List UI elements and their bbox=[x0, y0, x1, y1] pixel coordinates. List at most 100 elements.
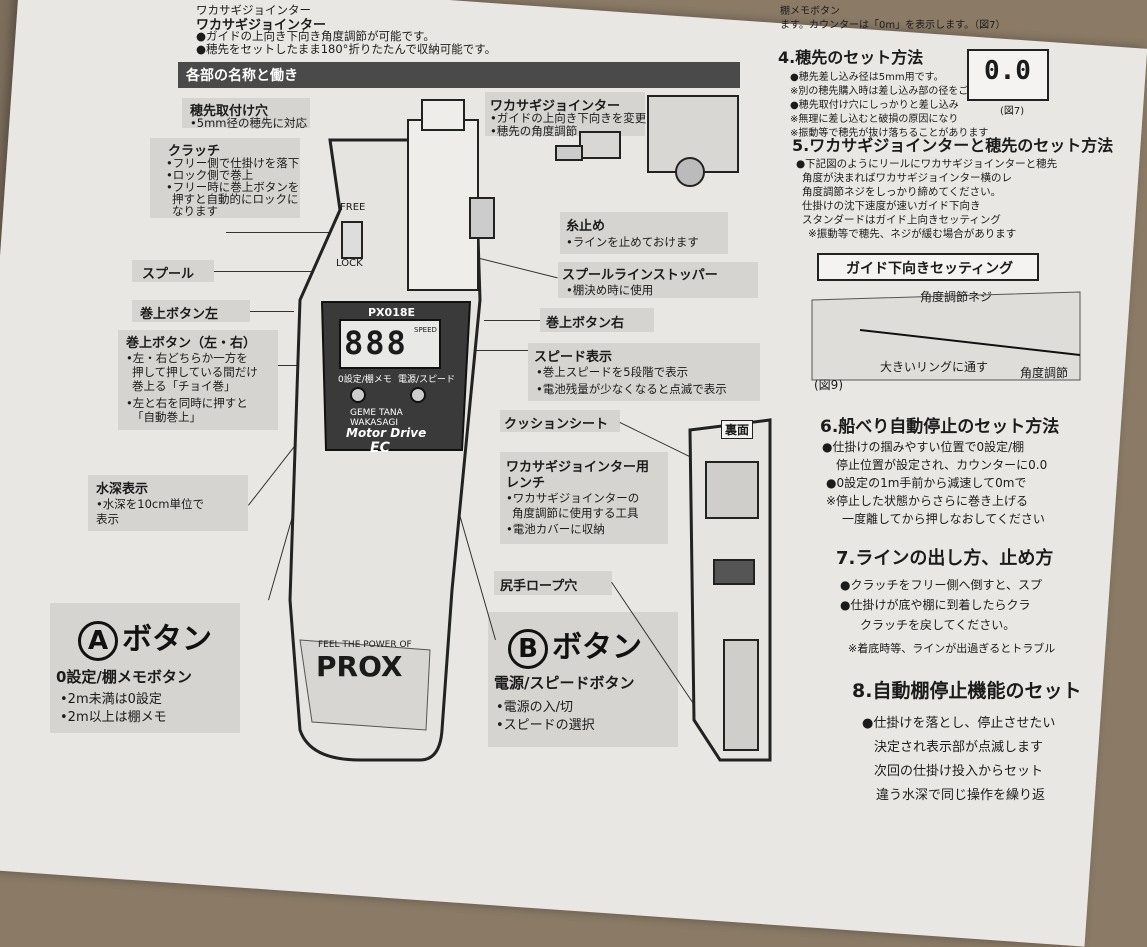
button-b-desc-1: •スピードの選択 bbox=[496, 718, 595, 733]
depth-title: 水深表示 bbox=[96, 482, 149, 497]
wind-lr-desc-3: •左と右を同時に押すと bbox=[126, 396, 248, 410]
top-line-0: ワカサギジョインター bbox=[196, 3, 311, 17]
top-line-1: ●ガイドの上向き下向き角度調節が可能です。 bbox=[196, 29, 435, 43]
clutch-desc-3: 押すと自動的にロックに bbox=[172, 192, 299, 206]
section-header-text: 各部の名称と働き bbox=[186, 68, 298, 84]
rc-s7-line-0: ●クラッチをフリー側へ倒すと、スプ bbox=[840, 578, 1042, 592]
button-b-desc-0: •電源の入/切 bbox=[496, 700, 574, 715]
rc-s6-line-2: ●0設定の1m手前から減速して0mで bbox=[826, 476, 1027, 490]
rc-s4-line-3: ※無理に差し込むと破損の原因になり bbox=[790, 114, 959, 125]
label-box-wind-lr bbox=[118, 330, 278, 430]
clutch-desc-4: なります bbox=[172, 204, 218, 218]
label-box-tip-hole bbox=[182, 98, 310, 128]
top-line-jointer: ワカサギジョインター bbox=[196, 18, 327, 33]
button-b-title: ボタン bbox=[552, 630, 642, 665]
speed-title: スピード表示 bbox=[534, 350, 613, 365]
wind-left-title: 巻上ボタン左 bbox=[140, 307, 219, 322]
device-free: FREE bbox=[340, 202, 366, 213]
button-a-sub: 0設定/棚メモボタン bbox=[56, 668, 192, 686]
button-b-sub: 電源/スピードボタン bbox=[494, 674, 635, 692]
device-btn-a-label: 0設定/棚メモ bbox=[338, 375, 392, 385]
rc-s6-line-4: 一度離してから押しなおしてください bbox=[842, 512, 1045, 526]
leader-spool bbox=[214, 271, 404, 273]
rc-angle-screw: 角度調節ネジ bbox=[920, 290, 993, 304]
device-brand-line3: Motor Drive bbox=[346, 426, 427, 440]
clutch-desc-1: •ロック側で巻上 bbox=[166, 168, 254, 182]
rc-s8-line-0: ●仕掛けを落とし、停止させたい bbox=[862, 716, 1056, 731]
speed-desc-0: •巻上スピードを5段階で表示 bbox=[536, 365, 689, 379]
device-illustration bbox=[288, 49, 1081, 762]
rc-s8: 8.自動棚停止機能のセット bbox=[852, 680, 1082, 702]
rc-s6-line-0: ●仕掛けの掴みやすい位置で0設定/棚 bbox=[822, 440, 1025, 454]
label-box-wind-right bbox=[540, 308, 654, 332]
wrench-title: ワカサギジョインター用 bbox=[506, 460, 650, 475]
spool-title: スプール bbox=[142, 267, 195, 282]
speed-desc-1: •電池残量が少なくなると点滅で表示 bbox=[536, 382, 727, 396]
device-brand: PROX bbox=[316, 650, 403, 683]
label-box-cushion bbox=[500, 410, 620, 432]
rc-s8-line-2: 次回の仕掛け投入からセット bbox=[874, 764, 1044, 779]
wrench-desc-2: •電池カバーに収納 bbox=[506, 522, 605, 536]
rc-s6-line-3: ※停止した状態からさらに巻き上げる bbox=[826, 494, 1029, 508]
rc-guide-title: ガイド下向きセッティング bbox=[846, 261, 1014, 277]
rc-fig9: (図9) bbox=[814, 378, 843, 392]
rc-s5-line-5: ※振動等で穂先、ネジが緩む場合があります bbox=[808, 228, 1017, 240]
wrench-title2: レンチ bbox=[506, 476, 546, 491]
line-stop-desc: •ラインを止めておけます bbox=[566, 235, 699, 249]
jointer-title: ワカサギジョインター bbox=[490, 99, 621, 114]
rc-s5-line-2: 角度調節ネジをしっかり締めてください。 bbox=[802, 186, 1002, 198]
rc-s7: 7.ラインの出し方、止め方 bbox=[836, 548, 1054, 569]
rc-s4-line-4: ※振動等で穂先が抜け落ちることがあります bbox=[790, 128, 989, 139]
clutch-desc-0: •フリー側で仕掛けを落下 bbox=[166, 156, 300, 170]
rc-s7-line-2: クラッチを戻してください。 bbox=[860, 618, 1016, 632]
rc-s8-line-1: 決定され表示部が点滅します bbox=[874, 740, 1044, 755]
device-model: PX018E bbox=[368, 306, 416, 319]
rc-s5-line-0: ●下記図のようにリールにワカサギジョインターと穂先 bbox=[796, 158, 1058, 170]
wind-lr-title: 巻上ボタン（左・右） bbox=[126, 336, 257, 351]
leader-clutch bbox=[226, 232, 344, 234]
device-slogan: FEEL THE POWER OF bbox=[318, 640, 412, 650]
rc-s5-line-4: スタンダードはガイド上向きセッティング bbox=[802, 214, 1001, 226]
tip-hole-desc: •5mm径の穂先に対応 bbox=[190, 116, 308, 130]
clutch-title: クラッチ bbox=[168, 144, 221, 159]
button-a-letter: A bbox=[78, 620, 118, 661]
button-a-title: ボタン bbox=[122, 622, 212, 657]
rc-big-ring: 大きいリングに通す bbox=[880, 360, 989, 374]
top-line-2: ●穂先をセットしたまま180°折りたたんで収納可能です。 bbox=[196, 42, 497, 56]
wind-right-title: 巻上ボタン右 bbox=[546, 316, 625, 331]
rc-s6-line-1: 停止位置が設定され、カウンターに0.0 bbox=[836, 458, 1048, 472]
depth-desc-1: 表示 bbox=[96, 512, 119, 526]
rc-s8-line-3: 違う水深で同じ操作を繰り返 bbox=[876, 788, 1046, 803]
device-brand-line1: GEME TANA bbox=[350, 408, 403, 418]
label-box-wind-left bbox=[132, 300, 250, 322]
wrench-desc-1: 角度調節に使用する工具 bbox=[512, 506, 639, 520]
wind-lr-desc-0: •左・右どちらか一方を bbox=[126, 351, 248, 365]
device-speed-tag: SPEED bbox=[414, 326, 437, 334]
rc-s6: 6.船べり自動停止のセット方法 bbox=[820, 417, 1060, 437]
spool-stopper-desc: •棚決め時に使用 bbox=[566, 283, 654, 297]
label-box-speed bbox=[528, 343, 760, 401]
wind-lr-desc-1: 押して押している間だけ bbox=[132, 365, 258, 379]
rc-s7-line-1: ●仕掛けが底や棚に到着したらクラ bbox=[840, 598, 1031, 612]
label-box-line-stop bbox=[560, 212, 728, 254]
device-brand-line2: WAKASAGI bbox=[350, 418, 398, 428]
rc-s5-line-3: 仕掛けの沈下速度が速いガイド下向き bbox=[802, 200, 981, 212]
wrench-desc-0: •ワカサギジョインターの bbox=[506, 491, 640, 505]
button-b-letter: B bbox=[508, 628, 548, 669]
jointer-desc-1: •穂先の角度調節 bbox=[490, 124, 578, 138]
label-box-clutch bbox=[150, 138, 300, 218]
wind-lr-desc-2: 巻上る「チョイ巻」 bbox=[132, 379, 236, 393]
cushion-title: クッションシート bbox=[504, 417, 609, 432]
spool-stopper-title: スプールラインストッパー bbox=[562, 268, 718, 283]
back-tag: 裏面 bbox=[721, 420, 754, 439]
jointer-desc-0: •ガイドの上向き下向きを変更 bbox=[490, 111, 647, 125]
rc-lcd: 0.0 bbox=[984, 56, 1031, 86]
rc-s7-line-3: ※着底時等、ラインが出過ぎるとトラブル bbox=[848, 642, 1056, 655]
rc-top-1: ます。カウンターは「0m」を表示します。（図7） bbox=[780, 20, 1006, 31]
label-box-spool bbox=[132, 260, 214, 282]
button-a-desc-0: •2m未満は0設定 bbox=[60, 692, 162, 707]
rc-angle-adj: 角度調節 bbox=[1020, 366, 1069, 380]
button-a-desc-1: •2m以上は棚メモ bbox=[60, 710, 167, 725]
